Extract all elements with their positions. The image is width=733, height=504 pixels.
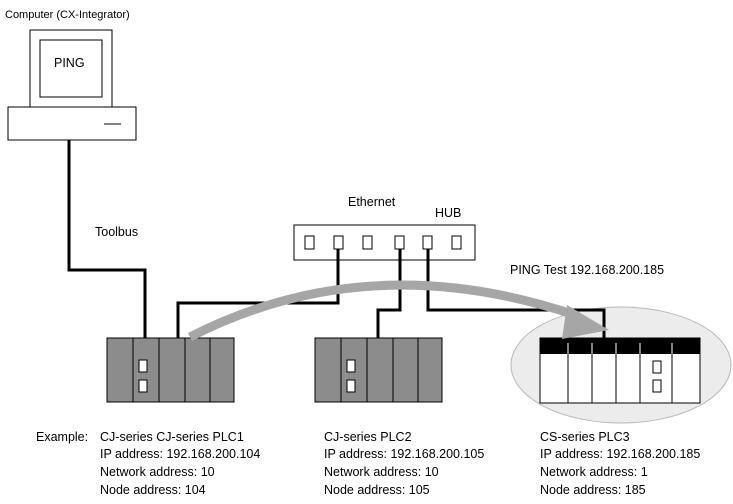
hub-body: [293, 224, 476, 261]
ping-arrow: [187, 280, 609, 342]
plc2-info: CJ-series PLC2 IP address: 192.168.200.1…: [324, 430, 484, 497]
hub-port: [451, 235, 462, 250]
ping-arrow-shaft: [187, 280, 580, 342]
ethernet-cable-plc2: [376, 249, 402, 340]
ping-test-label: PING Test 192.168.200.185: [510, 263, 664, 277]
plc1-name: CJ-series CJ-series PLC1: [100, 430, 244, 444]
computer-label: Computer (CX-Integrator): [5, 9, 130, 21]
example-label: Example:: [36, 430, 88, 444]
plc1: [106, 337, 235, 403]
plc3-node: Node address: 185: [540, 483, 646, 497]
plc1-info: CJ-series CJ-series PLC1 IP address: 192…: [100, 430, 260, 497]
hub-port: [422, 235, 433, 250]
plc3-name: CS-series PLC3: [540, 430, 630, 444]
plc1-port: [138, 359, 148, 373]
plc2-network: Network address: 10: [324, 465, 439, 479]
plc3-ip: IP address: 192.168.200.185: [540, 447, 700, 461]
plc1-ip: IP address: 192.168.200.104: [100, 447, 260, 461]
screen-text: PING: [54, 56, 85, 70]
plc3-port: [652, 379, 662, 393]
ethernet-cable-plc1: [176, 249, 340, 338]
plc2-port: [346, 379, 356, 393]
toolbus-label: Toolbus: [95, 225, 138, 239]
plc3: [539, 337, 701, 404]
ethernet-cable-plc3: [426, 249, 606, 338]
ping-arrow-head: [562, 305, 609, 339]
plc2-body: [314, 337, 443, 403]
hub-port: [394, 235, 405, 250]
hub-port: [333, 235, 344, 250]
plc2-name: CJ-series PLC2: [324, 430, 412, 444]
plc3-info: CS-series PLC3 IP address: 192.168.200.1…: [540, 430, 700, 497]
computer: PING: [7, 29, 137, 141]
plc2-ip: IP address: 192.168.200.105: [324, 447, 484, 461]
plc1-network: Network address: 10: [100, 465, 215, 479]
monitor-screen: [39, 39, 103, 98]
toolbus-cable: [67, 140, 147, 366]
plc1-port: [138, 379, 148, 393]
plc1-body: [106, 337, 235, 403]
plc3-network: Network address: 1: [540, 465, 648, 479]
hub-port: [362, 235, 373, 250]
plc2-node: Node address: 105: [324, 483, 430, 497]
hub: [293, 224, 476, 261]
ethernet-label: Ethernet: [348, 195, 396, 209]
plc3-port: [652, 360, 662, 374]
hub-label: HUB: [435, 206, 461, 220]
plc3-top-strip: [540, 338, 700, 354]
hub-port: [304, 235, 315, 250]
plc1-node: Node address: 104: [100, 483, 206, 497]
plc2-port: [346, 359, 356, 373]
plc2: [314, 337, 443, 403]
